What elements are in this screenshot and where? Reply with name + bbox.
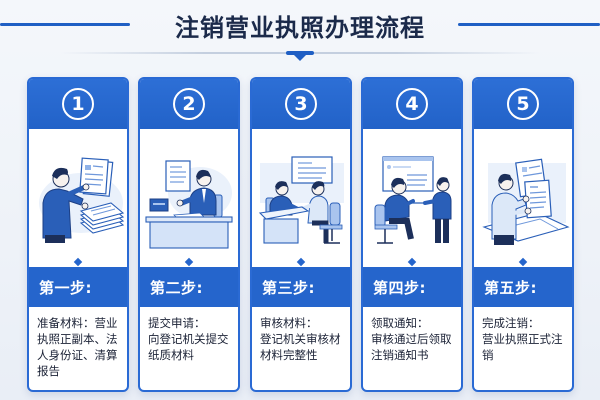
- step-description: 完成注销： 营业执照正式注销: [482, 315, 572, 363]
- step-number-badge: 5: [507, 88, 539, 120]
- two-people-screen-notification-icon: [374, 156, 452, 244]
- step-label: 第一步:: [39, 278, 92, 297]
- person-reviewing-documents-icon: [39, 157, 125, 243]
- step-label-band: 第五步:: [474, 267, 572, 307]
- step-card-3: 3 第三步:: [250, 77, 352, 392]
- step-description-body: 营业执照正式注销: [482, 332, 563, 362]
- person-holding-certificate-icon: [482, 158, 570, 245]
- step-card-5: 5 第五步: 完: [472, 77, 574, 392]
- step-number-badge: 1: [62, 88, 94, 120]
- title-divider-right: [458, 23, 600, 26]
- step-label: 第二步:: [150, 278, 203, 297]
- step-label-band: 第二步:: [140, 267, 238, 307]
- page-title: 注销营业执照办理流程: [175, 14, 425, 42]
- person-at-desk-submitting-icon: [145, 160, 233, 249]
- step-header: 1: [29, 79, 127, 129]
- title-underline-accent: [286, 51, 314, 55]
- two-people-meeting-icon: [258, 156, 344, 244]
- step-label-band: 第三步:: [252, 267, 350, 307]
- step-card-1: 1: [27, 77, 129, 392]
- step-description-title: 审核材料：: [260, 316, 318, 330]
- step-number-badge: 2: [173, 88, 205, 120]
- step-description: 审核材料： 登记机关审核材材料完整性: [260, 315, 350, 363]
- step-label: 第三步:: [262, 278, 315, 297]
- step-label: 第四步:: [373, 278, 426, 297]
- step-header: 3: [252, 79, 350, 129]
- step-description-body: 登记机关审核材材料完整性: [260, 332, 341, 362]
- step-description-title: 领取通知：: [371, 316, 429, 330]
- page-header: 注销营业执照办理流程: [0, 0, 600, 61]
- step-label-band: 第一步:: [29, 267, 127, 307]
- step-header: 2: [140, 79, 238, 129]
- step-number-badge: 4: [396, 88, 428, 120]
- step-label: 第五步:: [484, 278, 537, 297]
- step-label-band: 第四步:: [363, 267, 461, 307]
- step-card-4: 4 第: [361, 77, 463, 392]
- step-description-title: 提交申请：: [148, 316, 206, 330]
- title-pointer-icon: [294, 55, 306, 61]
- step-card-2: 2 第二步: 提交申请： 向登记: [138, 77, 240, 392]
- step-header: 5: [474, 79, 572, 129]
- step-description-body: 审核通过后领取注销通知书: [371, 332, 452, 362]
- step-number-badge: 3: [285, 88, 317, 120]
- title-divider-left: [0, 23, 130, 26]
- step-header: 4: [363, 79, 461, 129]
- step-description-body: 营业执照正副本、法人身份证、清算报告: [37, 316, 118, 378]
- step-description: 提交申请： 向登记机关提交纸质材料: [148, 315, 238, 363]
- step-description-title: 完成注销：: [482, 316, 540, 330]
- step-description: 准备材料：营业执照正副本、法人身份证、清算报告: [37, 315, 127, 379]
- step-description-title: 准备材料：: [37, 316, 95, 330]
- step-description-body: 向登记机关提交纸质材料: [148, 332, 229, 362]
- step-description: 领取通知： 审核通过后领取注销通知书: [371, 315, 461, 363]
